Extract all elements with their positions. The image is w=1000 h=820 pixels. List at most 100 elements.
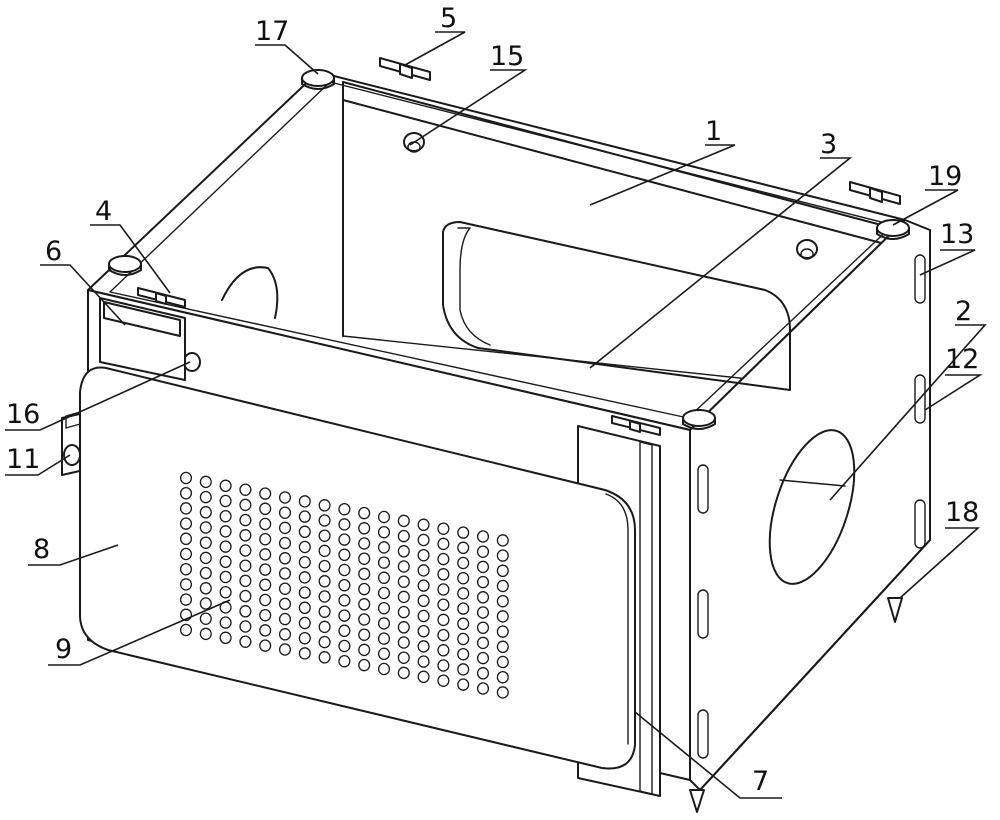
bolt-right-wall [796,239,818,260]
perforation-hole [219,479,232,493]
perforation-hole [219,570,232,584]
perforation-hole [476,651,490,665]
t-connector-back [379,57,431,81]
leader-2 [829,324,987,501]
perforation-hole [318,651,331,664]
perforation-hole [397,560,410,573]
leader-4 [90,224,171,294]
perforation-hole [397,666,410,680]
perforation-hole [457,647,470,661]
perforation-hole [219,616,232,629]
perforation-hole [457,526,470,539]
perforation-hole [179,578,193,591]
callout-5: 5 [440,3,457,34]
perforation-hole [437,583,450,596]
perforation-hole [179,623,193,637]
perforation-hole [496,564,509,578]
inner-opening-rim [457,227,491,346]
perforation-hole [476,545,490,558]
perforation-hole [476,575,490,589]
perforation-hole [219,631,232,645]
perforation-hole [278,552,292,565]
perforation-hole [377,525,391,539]
perforation-hole [496,549,509,562]
side-hole-axis [779,479,846,487]
perforation-hole [278,491,292,504]
bolt-left-front [183,352,201,372]
callout-4: 4 [95,196,112,227]
perforation-hole [219,494,232,508]
perforation-hole [338,609,351,622]
perforation-hole [397,575,410,588]
perforation-hole [259,624,272,637]
slot-middle [914,374,926,424]
perforation-hole [298,647,311,660]
corner-cap-back-right [876,219,910,240]
callout-8: 8 [33,534,50,565]
perforation-hole [278,506,292,519]
perforation-hole [457,587,470,600]
perforation-hole [358,658,371,672]
perforation-hole [298,540,311,554]
perforation-hole [298,495,311,508]
perforation-hole [278,643,292,656]
slot-upper [914,254,926,304]
perforation-hole [179,517,193,530]
perforation-hole [417,533,430,547]
leader-11 [5,454,71,476]
perforation-hole [358,567,371,581]
perforation-hole [417,609,430,623]
leader-9 [48,599,231,666]
perforation-hole [437,644,450,657]
perforation-hole [239,605,252,618]
callout-16: 16 [6,399,40,430]
perforation-holes [179,471,509,699]
perforation-hole [476,667,490,680]
leader-15 [409,69,528,146]
leader-6 [40,264,126,326]
perforation-hole [259,517,272,531]
perforation-hole [397,545,410,558]
perforation-hole [239,483,252,496]
callout-6: 6 [45,236,62,267]
perforation-hole [259,608,272,622]
perforation-hole [496,610,509,623]
right-wall-bottom-edge [699,539,931,791]
perforation-hole [437,522,450,535]
perforation-hole [358,582,371,596]
perforation-hole [278,567,292,580]
front-cover-panel [79,366,636,770]
perforation-hole [417,594,430,608]
perforation-hole [476,636,490,650]
perforation-hole [199,475,212,489]
callout-12: 12 [945,344,979,375]
leader-5 [404,31,466,66]
perforation-hole [338,548,351,562]
perforation-hole [457,617,470,631]
perforation-hole [318,590,331,603]
perforation-hole [239,574,252,588]
ground-spike-front [689,789,705,813]
perforation-hole [278,521,292,535]
perforation-hole [219,555,232,569]
perforation-hole [476,530,490,543]
perforation-hole [219,525,232,538]
callout-18: 18 [945,497,979,528]
perforation-hole [239,635,252,648]
perforation-hole [457,678,470,691]
leader-16 [5,361,191,431]
inner-side-opening [442,221,791,391]
perforation-hole [476,591,490,604]
perforation-hole [239,620,252,633]
perforation-hole [437,628,450,642]
perforation-hole [199,490,212,504]
callout-15: 15 [490,41,524,72]
perforation-hole [298,510,311,523]
perforation-hole [259,578,272,592]
perforation-hole [358,628,371,641]
perforation-hole [259,563,272,576]
leader-8 [28,544,119,566]
slot-front-middle [697,589,709,639]
perforation-hole [239,498,252,512]
perforation-hole [457,571,470,585]
